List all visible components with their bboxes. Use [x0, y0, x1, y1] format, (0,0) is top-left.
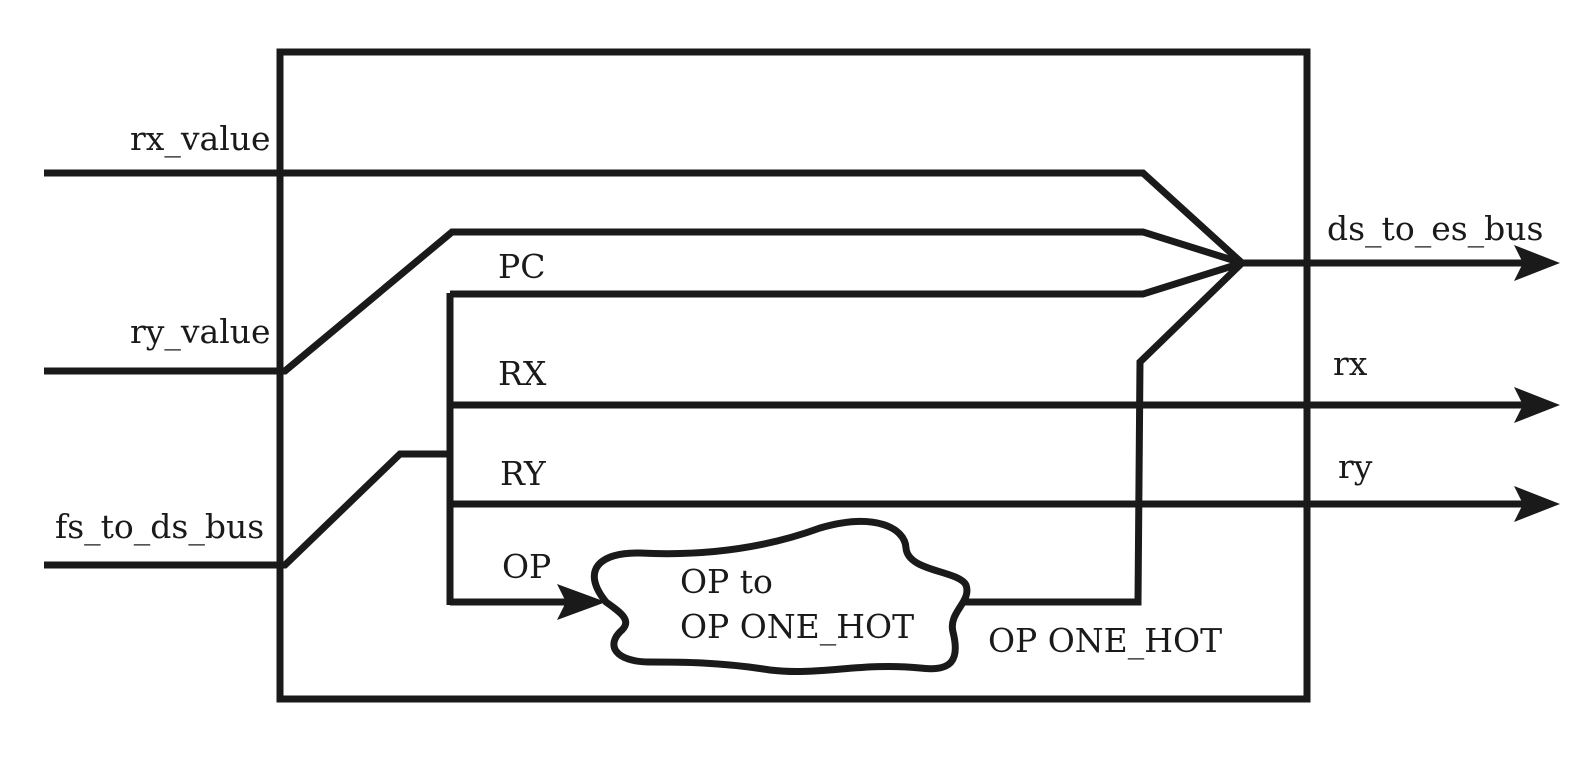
pc-label: PC: [498, 247, 545, 286]
op-one-hot-label: OP ONE_HOT: [988, 621, 1222, 661]
ry-output-arrow: [1514, 486, 1560, 522]
op-label: OP: [502, 547, 551, 586]
rx-internal-label: RX: [498, 354, 547, 393]
fs-to-ds-bus-label: fs_to_ds_bus: [55, 507, 264, 547]
fs-to-ds-bus-wire: [44, 450, 450, 569]
ds-to-es-bus-arrow: [1514, 245, 1560, 281]
ry-internal-label: RY: [500, 454, 547, 493]
rx-output-arrow: [1514, 387, 1560, 423]
converter-label-line2: OP ONE_HOT: [680, 607, 914, 647]
converter-label-line1: OP to: [680, 562, 773, 601]
ds-to-es-bus-label: ds_to_es_bus: [1327, 209, 1543, 249]
op-one-hot-wire: [962, 260, 1245, 606]
op-input-arrow: [557, 584, 606, 620]
ry-output-label: ry: [1338, 447, 1373, 486]
ry-value-label: ry_value: [130, 312, 271, 352]
module-box: [276, 48, 1311, 703]
rx-value-wire: [44, 169, 1245, 266]
rx-value-label: rx_value: [130, 119, 271, 159]
rx-output-label: rx: [1333, 344, 1368, 383]
pc-wire: [450, 259, 1244, 298]
ry-value-wire: [44, 228, 1244, 375]
op-converter-cloud: [590, 517, 971, 675]
